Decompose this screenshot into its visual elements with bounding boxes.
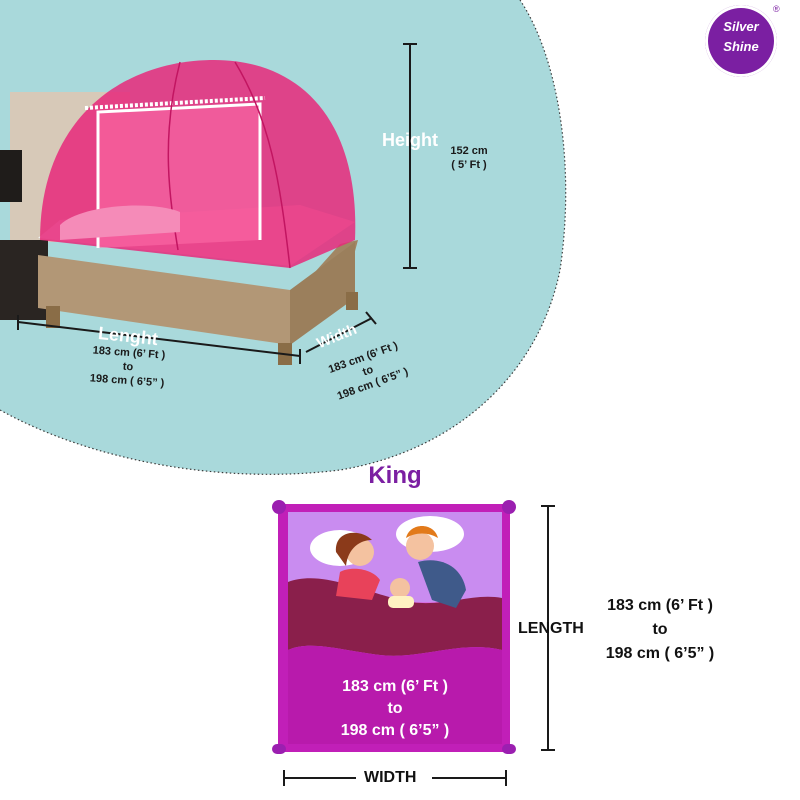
height-value: 152 cm ( 5’ Ft ) xyxy=(440,144,498,172)
length-size-line-3: 198 cm ( 6’5” ) xyxy=(605,645,715,662)
lamp-shade xyxy=(0,150,22,202)
bed-leg xyxy=(46,306,60,328)
height-value-line-2: ( 5’ Ft ) xyxy=(451,159,487,171)
length-size-line-2: to xyxy=(652,621,668,638)
bed-corner xyxy=(502,500,516,514)
width-tick xyxy=(365,311,377,325)
size-title: King xyxy=(368,462,422,489)
bed-text-line-3: 198 cm ( 6’5” ) xyxy=(340,722,450,739)
length-value: 183 cm (6’ Ft ) to 198 cm ( 6’5” ) xyxy=(77,343,180,392)
width-dimension-line xyxy=(305,317,373,353)
height-value-line-1: 152 cm xyxy=(450,145,488,157)
woman-hair xyxy=(335,532,372,566)
blanket-lower xyxy=(288,645,502,744)
net-trim xyxy=(84,96,266,110)
baby-face xyxy=(390,578,410,598)
width-caption: WIDTH xyxy=(364,769,417,786)
brand-line-2: Shine xyxy=(723,39,759,54)
brand-logo: Silver Shine xyxy=(705,5,777,77)
bed-corner xyxy=(272,744,286,754)
bed-corner xyxy=(502,744,516,754)
brand-line-1: Silver xyxy=(723,19,759,34)
net-frame xyxy=(96,102,262,248)
length-size-value: 183 cm (6’ Ft ) to 198 cm ( 6’5” ) xyxy=(580,594,740,666)
bed-front-panel xyxy=(38,255,290,345)
woman-body xyxy=(336,568,380,600)
bed-text-line-2: to xyxy=(387,700,403,717)
height-label: Height xyxy=(382,130,438,150)
length-caption: LENGTH xyxy=(518,620,584,637)
bed-corner xyxy=(272,500,286,514)
pillows xyxy=(60,205,180,240)
bed-side-panel xyxy=(290,242,355,345)
man-face xyxy=(406,532,434,560)
length-size-line-1: 183 cm (6’ Ft ) xyxy=(607,597,713,614)
blanket-wave xyxy=(288,578,502,656)
man-hair xyxy=(406,526,438,538)
bed-leg xyxy=(346,292,358,310)
baby-body xyxy=(388,596,414,608)
net-seam xyxy=(234,61,291,269)
registered-mark: ® xyxy=(773,4,780,14)
length-dimension-line xyxy=(17,321,301,357)
bed-text-line-1: 183 cm (6’ Ft ) xyxy=(342,678,448,695)
man-body xyxy=(418,560,466,608)
